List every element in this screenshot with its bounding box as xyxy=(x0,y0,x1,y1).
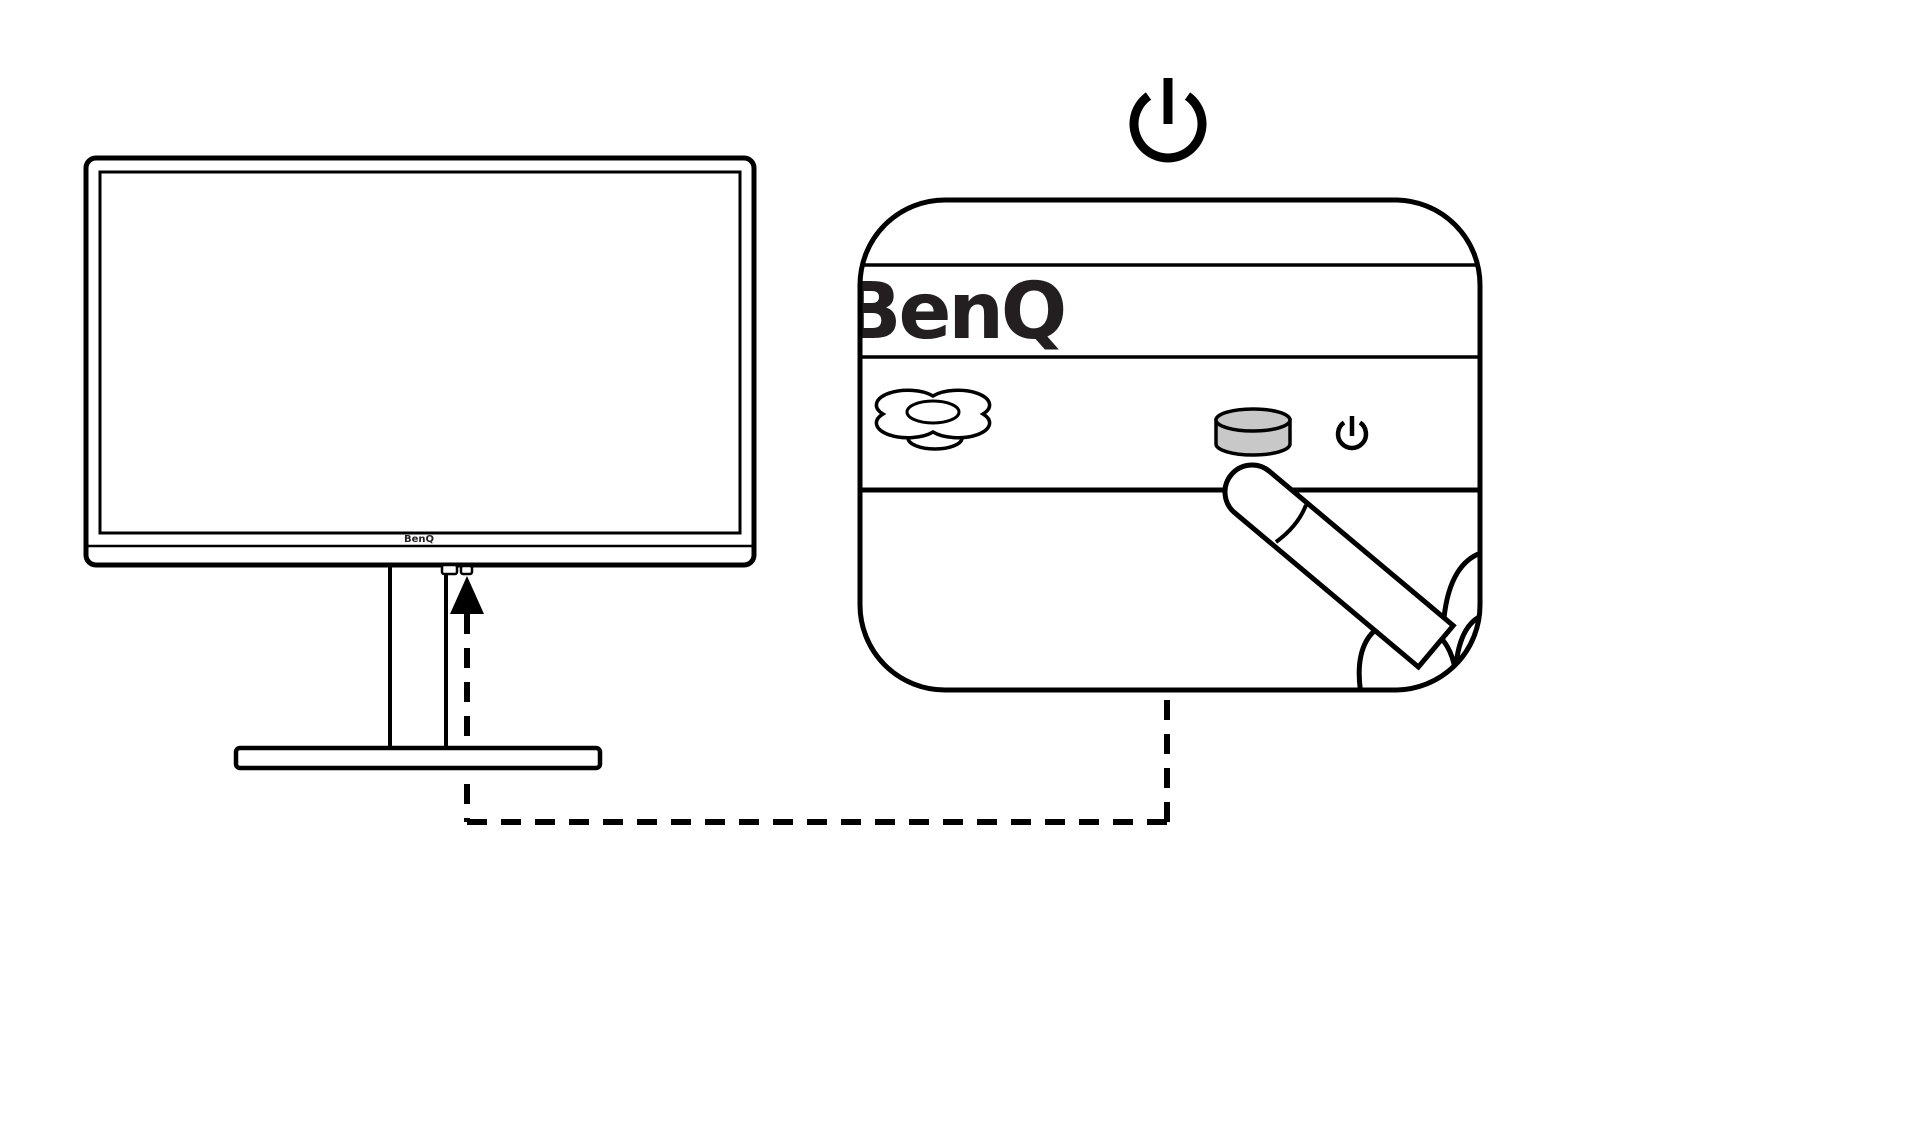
monitor-stand xyxy=(388,563,448,753)
joystick-top xyxy=(905,399,961,425)
zoom-callout: BenQ xyxy=(842,197,1483,693)
fingernail-line xyxy=(1274,504,1308,544)
callout-border xyxy=(857,197,1483,693)
joystick-control xyxy=(874,388,992,451)
monitor-base xyxy=(233,745,603,771)
index-finger xyxy=(1222,462,1457,671)
power-icon xyxy=(1129,78,1207,163)
arrowhead xyxy=(450,576,484,614)
monitor-illustration: BenQ xyxy=(83,155,757,771)
monitor-benq-logo: BenQ xyxy=(404,534,434,545)
monitor-power-nub xyxy=(459,564,474,576)
monitor-screen xyxy=(98,170,742,535)
dashed-connector xyxy=(450,576,1170,825)
power-button xyxy=(1214,407,1292,457)
monitor-joystick-nub xyxy=(440,563,459,576)
benq-logo: BenQ xyxy=(842,267,1064,357)
power-icon-small xyxy=(1335,416,1369,451)
